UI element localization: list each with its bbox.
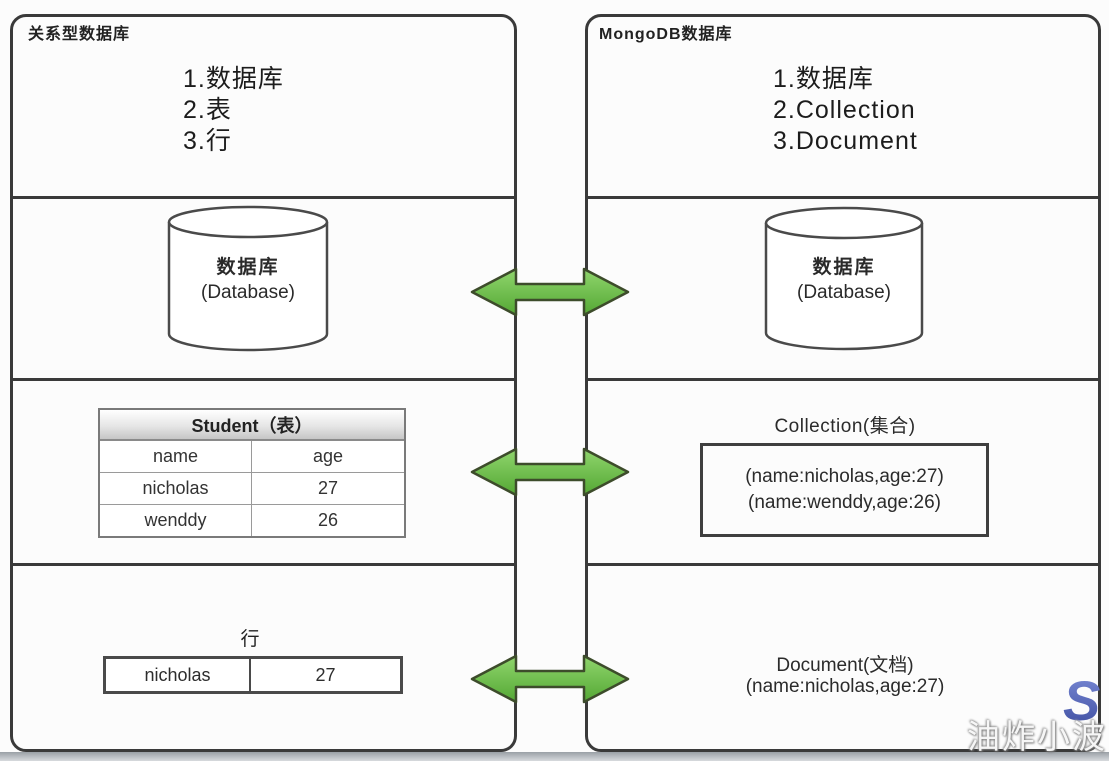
row-table: nicholas 27 <box>103 656 403 694</box>
collection-box: (name:nicholas,age:27) (name:wenddy,age:… <box>700 443 989 537</box>
mongodb-panel <box>585 14 1101 752</box>
database-cylinder-icon <box>764 206 924 351</box>
panel-divider <box>12 563 515 566</box>
bidirectional-arrow-icon <box>470 447 630 497</box>
list-item: 1.数据库 <box>773 65 874 93</box>
document-line: (name:nicholas,age:27) <box>745 676 945 697</box>
cylinder-label-cn: 数据库 <box>812 257 876 278</box>
student-table-title: Student（表） <box>100 410 404 441</box>
table-row: nicholas 27 <box>100 473 404 505</box>
document-title: Document(文档) <box>776 655 914 676</box>
cylinder-label: 数据库 (Database) <box>760 255 928 305</box>
left-panel-title: 关系型数据库 <box>28 26 131 43</box>
student-table: Student（表） name age nicholas 27 wenddy 2… <box>98 408 406 538</box>
list-item: 2.Collection <box>773 96 916 124</box>
panel-divider <box>587 563 1099 566</box>
cylinder-label-cn: 数据库 <box>216 257 280 278</box>
relational-db-panel <box>10 14 517 752</box>
panel-divider <box>587 196 1099 199</box>
cell-age: 27 <box>252 473 404 505</box>
watermark-text: 油炸小波 <box>967 718 1107 755</box>
table-row: wenddy 26 <box>100 505 404 536</box>
column-header-name: name <box>100 441 252 473</box>
cylinder-label-en: (Database) <box>797 282 891 303</box>
bottom-edge-strip <box>0 752 1109 761</box>
collection-document-line: (name:wenddy,age:26) <box>748 492 941 513</box>
row-label: 行 <box>240 629 260 650</box>
cylinder-label-en: (Database) <box>201 282 295 303</box>
list-item: 3.行 <box>183 127 232 155</box>
list-item: 1.数据库 <box>183 65 284 93</box>
bidirectional-arrow-icon <box>470 654 630 704</box>
panel-divider <box>12 378 515 381</box>
right-panel-title: MongoDB数据库 <box>599 26 733 43</box>
table-header-row: name age <box>100 441 404 473</box>
list-item: 2.表 <box>183 96 232 124</box>
collection-document-line: (name:nicholas,age:27) <box>745 466 944 487</box>
relational-hierarchy-list: 1.数据库 2.表 3.行 <box>183 64 284 157</box>
bidirectional-arrow-icon <box>470 267 630 317</box>
list-item: 3.Document <box>773 127 918 155</box>
panel-divider <box>587 378 1099 381</box>
panel-divider <box>12 196 515 199</box>
watermark-s-logo-icon: S <box>1063 669 1101 732</box>
collection-title: Collection(集合) <box>774 416 916 437</box>
cell-name: wenddy <box>100 505 252 536</box>
cylinder-label: 数据库 (Database) <box>163 255 333 305</box>
cell-age: 26 <box>317 510 339 530</box>
cell-name: nicholas <box>106 659 251 691</box>
cell-name: nicholas <box>100 473 252 505</box>
mongodb-hierarchy-list: 1.数据库 2.Collection 3.Document <box>773 64 918 157</box>
database-cylinder-icon <box>167 205 329 352</box>
column-header-age: age <box>252 441 404 473</box>
cell-age: 27 <box>315 664 336 685</box>
